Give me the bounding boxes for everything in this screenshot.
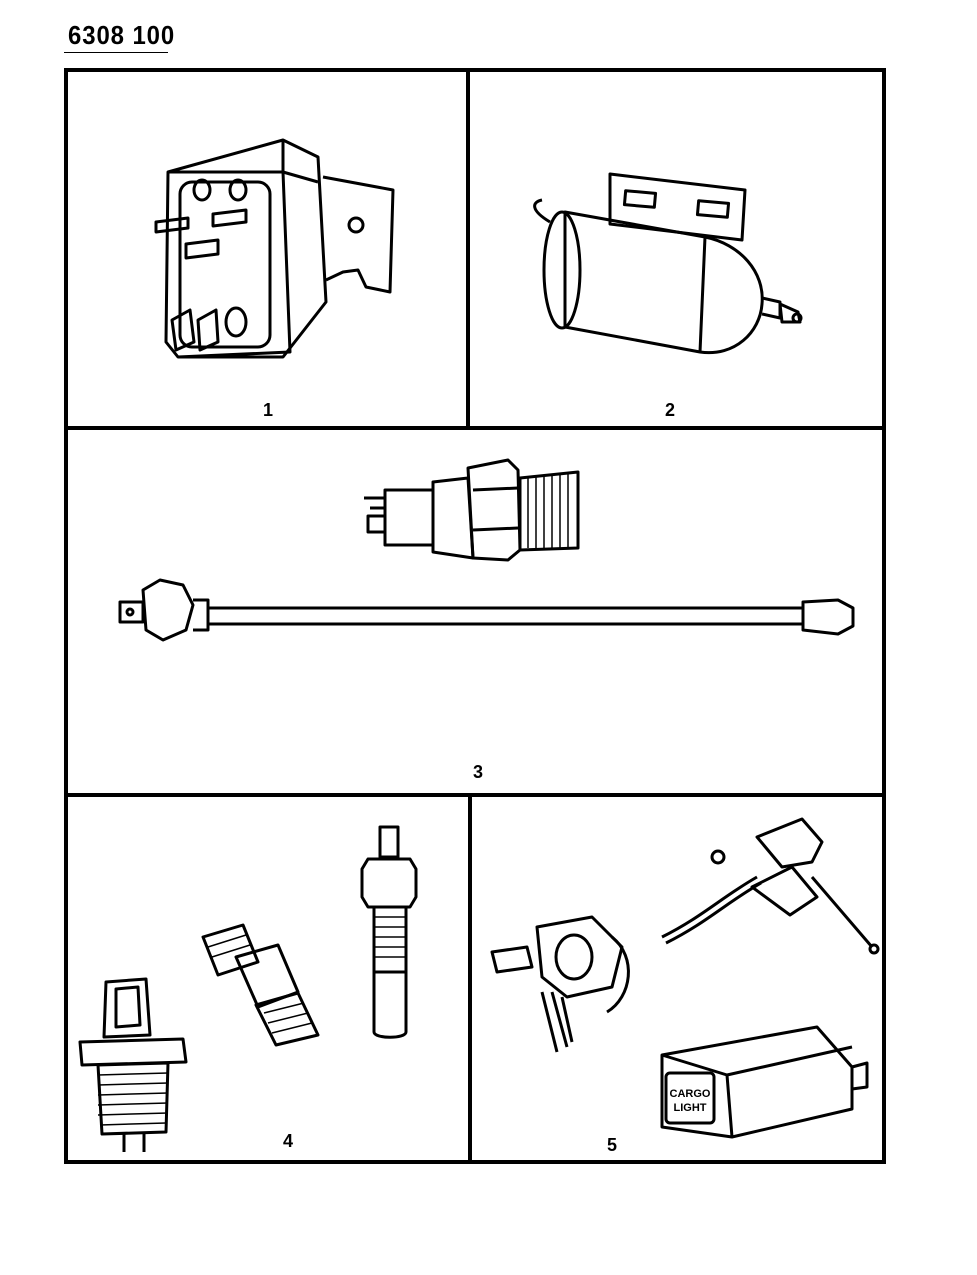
- condenser-illustration: [533, 172, 803, 355]
- page-code-underline: [64, 52, 168, 53]
- callout-5: 5: [606, 1135, 618, 1155]
- panel-5: CARGO LIGHT 5: [472, 797, 884, 1160]
- sender-illustration: [118, 458, 855, 642]
- cargo-label-line1: CARGO: [670, 1088, 711, 1100]
- page-code: 6308 100: [68, 20, 176, 50]
- callout-1: 1: [262, 400, 274, 420]
- panel-2: 2: [470, 72, 884, 426]
- callout-3: 3: [472, 762, 484, 782]
- panel-4: 4: [68, 797, 468, 1160]
- callout-4: 4: [282, 1131, 294, 1151]
- relay-illustration: [154, 138, 395, 359]
- panel-1: 1: [68, 72, 466, 426]
- panel-3: 3: [68, 430, 884, 793]
- sending-units-illustration: [78, 825, 418, 1152]
- cargo-label-line2: LIGHT: [674, 1102, 707, 1114]
- callout-2: 2: [664, 400, 676, 420]
- switches-illustration: CARGO LIGHT: [490, 817, 880, 1139]
